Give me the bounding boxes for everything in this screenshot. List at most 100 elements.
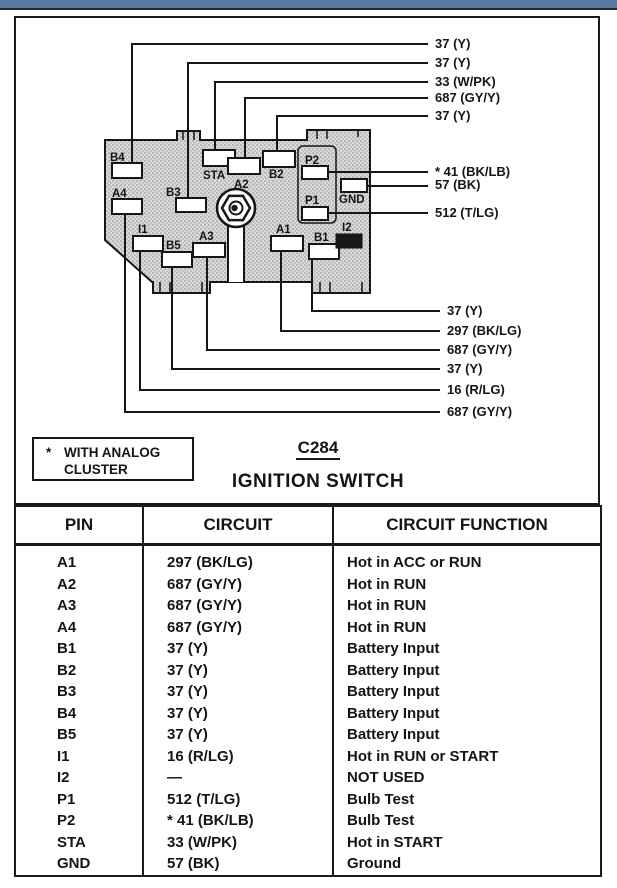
pin-a2: [227, 157, 261, 175]
table-row: B1 37 (Y) Battery Input: [15, 638, 601, 660]
table-row: A4 687 (GY/Y) Hot in RUN: [15, 616, 601, 638]
note-line-1: WITH ANALOG: [64, 445, 160, 460]
pin-label-b4: B4: [110, 152, 125, 164]
pin-cell: A4: [57, 618, 77, 636]
function-cell: Bulb Test: [332, 810, 601, 832]
function-cell: Hot in RUN: [332, 616, 601, 638]
connector-id-title: C284: [298, 438, 339, 457]
pin-cell: B4: [57, 704, 77, 722]
function-cell: Battery Input: [332, 681, 601, 703]
wire-label-right-1: * 41 (BK/LB): [435, 164, 510, 179]
table-row: A3 687 (GY/Y) Hot in RUN: [15, 595, 601, 617]
pin-label-a4: A4: [112, 188, 127, 200]
pin-label-i1: I1: [138, 224, 148, 236]
pin-cell: GND: [57, 855, 91, 872]
pin-cell: B3: [57, 683, 77, 700]
ignition-switch-connector-diagram: B4 A4 I1 B3 B5 A3 STA A2 B2 A1 B1 P2 P1 …: [32, 36, 521, 492]
table-row: B3 37 (Y) Battery Input: [15, 681, 601, 703]
wire-lines: [124, 43, 440, 413]
pin-gnd: [340, 178, 368, 193]
circuit-cell: 297 (BK/LG): [142, 544, 333, 574]
connector-diagram-panel: B4 A4 I1 B3 B5 A3 STA A2 B2 A1 B1 P2 P1 …: [14, 16, 600, 505]
pin-cell: P1: [57, 790, 76, 808]
circuit-cell: —: [142, 767, 333, 789]
table-row: P2 * 41 (BK/LB) Bulb Test: [15, 810, 601, 832]
pin-b5: [161, 251, 193, 268]
function-cell: NOT USED: [332, 767, 601, 789]
pin-label-p2: P2: [305, 155, 319, 167]
circuit-cell: 687 (GY/Y): [142, 595, 333, 617]
wire-label-top-1: 37 (Y): [435, 36, 470, 51]
table-row: A1 297 (BK/LG) Hot in ACC or RUN: [15, 544, 601, 574]
table-row: B5 37 (Y) Battery Input: [15, 724, 601, 746]
pin-label-b5: B5: [166, 240, 181, 252]
pin-p1: [301, 206, 329, 221]
pin-a4: [111, 198, 143, 215]
pin-b2: [262, 150, 296, 168]
wire-label-top-3: 33 (W/PK): [435, 74, 496, 89]
pin-cell: B2: [57, 661, 77, 679]
pin-label-a2: A2: [234, 179, 249, 191]
table-row: STA 33 (W/PK) Hot in START: [15, 831, 601, 853]
pin-label-p1: P1: [305, 195, 320, 207]
pin-label-sta: STA: [203, 170, 225, 182]
pin-p2: [301, 165, 329, 180]
wire-label-bottom-6: 687 (GY/Y): [447, 404, 512, 419]
function-cell: Hot in ACC or RUN: [332, 544, 601, 574]
circuit-cell: 37 (Y): [142, 659, 333, 681]
pin-a1: [270, 235, 304, 252]
pinout-table: PIN CIRCUIT CIRCUIT FUNCTION A1 297 (BK/…: [14, 505, 602, 877]
function-cell: Hot in RUN: [332, 595, 601, 617]
mounting-post: [215, 187, 257, 282]
wire-label-bottom-2: 297 (BK/LG): [447, 323, 521, 338]
circuit-cell: 57 (BK): [142, 853, 333, 876]
function-cell: Battery Input: [332, 638, 601, 660]
circuit-cell: 687 (GY/Y): [142, 573, 333, 595]
wire-label-top-2: 37 (Y): [435, 55, 470, 70]
p-group-outline: [297, 145, 337, 224]
pin-label-a1: A1: [276, 224, 291, 236]
function-cell: Battery Input: [332, 659, 601, 681]
pin-cell: A2: [57, 575, 77, 593]
connector-name-title: IGNITION SWITCH: [232, 471, 404, 492]
header-pin: PIN: [15, 506, 143, 546]
pin-label-gnd: GND: [339, 194, 365, 206]
table-header-row: PIN CIRCUIT CIRCUIT FUNCTION: [15, 506, 601, 546]
pin-label-b2: B2: [269, 169, 284, 181]
pin-label-b3: B3: [166, 187, 181, 199]
header-function: CIRCUIT FUNCTION: [332, 506, 601, 546]
table-row: B2 37 (Y) Battery Input: [15, 659, 601, 681]
pin-b4: [111, 162, 143, 179]
pin-cell: STA: [57, 833, 86, 851]
circuit-cell: * 41 (BK/LB): [142, 810, 333, 832]
pin-cell: B5: [57, 726, 77, 743]
pin-b3: [175, 197, 207, 213]
pinout-table-body: A1 297 (BK/LG) Hot in ACC or RUN A2 687 …: [15, 544, 601, 876]
circuit-cell: 687 (GY/Y): [142, 616, 333, 638]
wire-label-bottom-4: 37 (Y): [447, 361, 482, 376]
pin-i1: [132, 235, 164, 252]
wire-label-right-3: 512 (T/LG): [435, 205, 499, 220]
function-cell: Hot in RUN: [332, 573, 601, 595]
connector-notches: [159, 130, 363, 292]
circuit-cell: 37 (Y): [142, 702, 333, 724]
pin-cell: A1: [57, 554, 77, 571]
pin-cell: P2: [57, 812, 76, 829]
pin-cell: A3: [57, 597, 77, 614]
wire-label-bottom-3: 687 (GY/Y): [447, 342, 512, 357]
pin-b1: [308, 243, 340, 260]
wire-label-bottom-1: 37 (Y): [447, 303, 482, 318]
pin-label-a3: A3: [199, 231, 214, 243]
pin-label-b1: B1: [314, 232, 329, 244]
table-row: B4 37 (Y) Battery Input: [15, 702, 601, 724]
pin-i2-blocked: [335, 233, 363, 249]
pin-cell: I1: [57, 747, 70, 765]
wire-label-top-5: 37 (Y): [435, 108, 470, 123]
note-asterisk: *: [46, 445, 52, 460]
table-row: GND 57 (BK) Ground: [15, 853, 601, 876]
circuit-cell: 37 (Y): [142, 638, 333, 660]
function-cell: Hot in START: [332, 831, 601, 853]
function-cell: Battery Input: [332, 724, 601, 746]
header-circuit: CIRCUIT: [142, 506, 333, 546]
circuit-cell: 37 (Y): [142, 681, 333, 703]
